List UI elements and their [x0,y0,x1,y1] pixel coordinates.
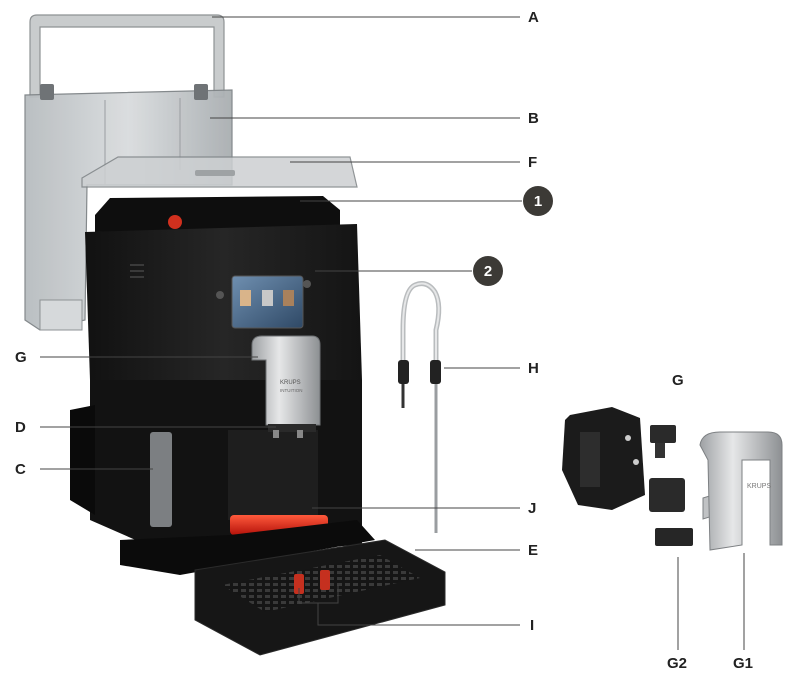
nozzle-exploded-parts: KRUPS [562,407,783,551]
water-tank [24,14,233,331]
callout-e: E [528,542,538,559]
callout-a: A [528,9,539,26]
callout-d: D [15,419,26,436]
bean-hopper-knob-icon [168,215,182,229]
callout-2-badge: 2 [473,256,503,286]
callout-2: 2 [484,263,492,280]
callout-g: G [15,349,27,366]
nozzle-brand-text: KRUPS [280,380,301,386]
drip-tray [194,539,446,656]
coffee-machine-body [70,196,375,575]
callout-h: H [528,360,539,377]
callout-b: B [528,110,539,127]
callout-1-badge: 1 [523,186,553,216]
callout-g2: G2 [667,655,687,672]
leader-lines [40,16,745,650]
coffee-nozzle[interactable]: KRUPS INTUITION [251,335,321,438]
callout-i: I [530,617,534,634]
callout-g1: G1 [733,655,753,672]
cup-tray [81,156,358,188]
callout-labels: A B F 1 2 G H D C J E I G G2 G1 [15,9,753,672]
callout-g-parts: G [672,372,684,389]
callout-f: F [528,154,537,171]
touch-screen[interactable] [231,275,304,329]
callout-c: C [15,461,26,478]
callout-1: 1 [534,193,542,210]
callout-j: J [528,500,536,517]
svg-text:KRUPS: KRUPS [747,483,771,490]
nozzle-sub-text: INTUITION [280,388,303,393]
milk-tube [398,281,442,533]
